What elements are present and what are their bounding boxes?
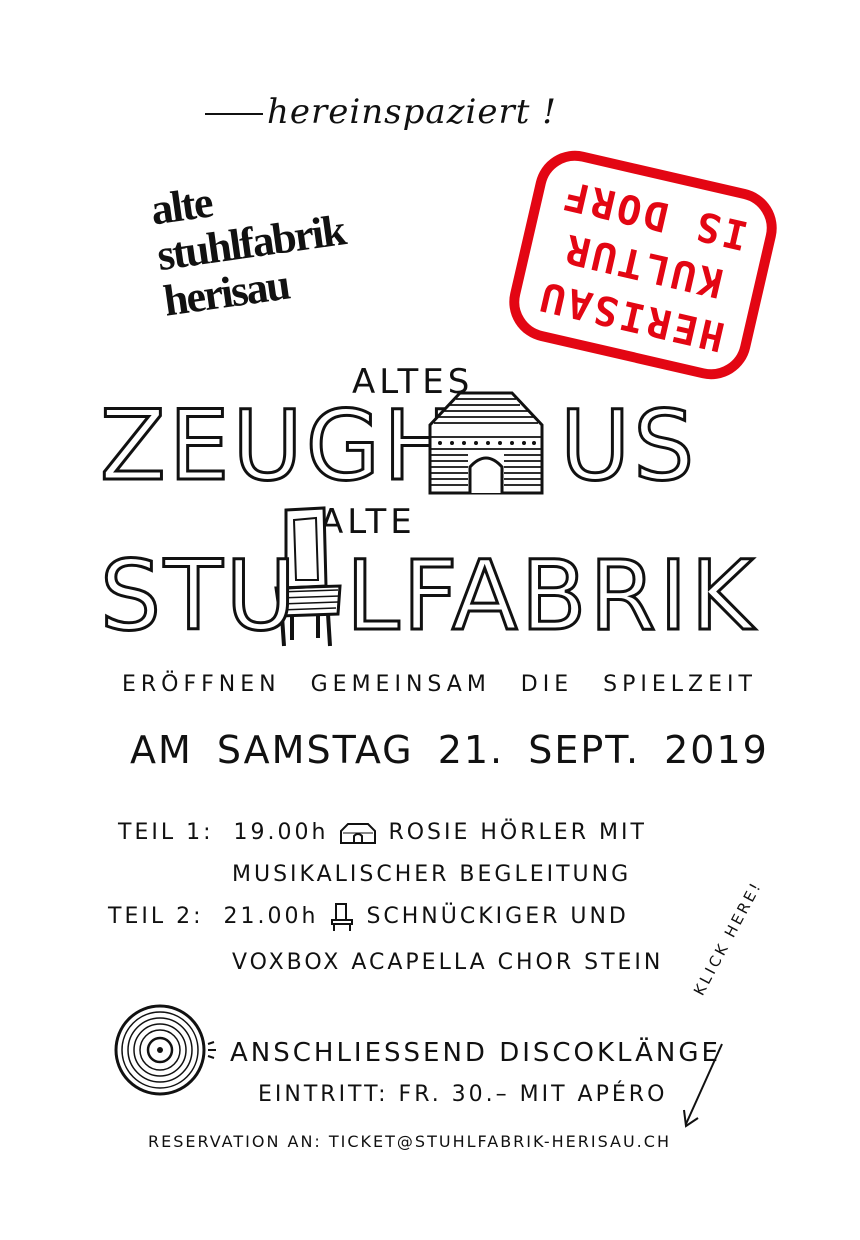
program-part-1: TEIL 1: 19.00h ROSIE HÖRLER MIT <box>118 820 647 845</box>
klick-here-link[interactable]: KLICK HERE! <box>690 877 766 999</box>
tagline-text: hereinspaziert <box>267 92 531 132</box>
house-icon <box>428 391 544 495</box>
arrow-icon <box>683 1043 723 1128</box>
title-alte: ALTE <box>320 502 416 542</box>
kultur-stamp: HERISAU KULTUR IS DORF <box>501 142 785 388</box>
vinyl-record-icon <box>114 1004 216 1096</box>
title-zeugh: ZEUGH <box>98 390 459 502</box>
event-date: AM SAMSTAG 21. SEPT. 2019 <box>130 728 769 772</box>
part-1-label: TEIL 1: <box>118 820 214 845</box>
small-chair-icon <box>331 903 354 931</box>
tagline-exclamation: ! <box>542 92 557 132</box>
small-house-icon <box>340 823 377 844</box>
part-2-time: 21.00h <box>223 904 319 929</box>
tagline-dash <box>205 113 263 115</box>
title-altes: ALTES <box>352 362 474 402</box>
part-2-act: SCHNÜCKIGER UND <box>366 904 629 929</box>
tagline: hereinspaziert ! <box>205 92 557 132</box>
part-1-time: 19.00h <box>233 820 329 845</box>
stuhlfabrik-logo: alte stuhlfabrik herisau <box>148 162 354 326</box>
part-2-label: TEIL 2: <box>108 904 204 929</box>
entry-price: EINTRITT: FR. 30.– MIT APÉRO <box>258 1082 668 1107</box>
part-1-act: ROSIE HÖRLER MIT <box>388 820 647 845</box>
title-lfabrik: LFABRIK <box>344 540 757 652</box>
chair-icon <box>274 506 342 647</box>
title-us: US <box>558 390 698 502</box>
part-1-act-line-2: MUSIKALISCHER BEGLEITUNG <box>232 862 632 887</box>
reservation-email[interactable]: RESERVATION AN: TICKET@STUHLFABRIK-HERIS… <box>148 1132 671 1151</box>
title-stu: STU <box>99 540 299 652</box>
part-2-act-line-2: VOXBOX ACAPELLA CHOR STEIN <box>232 950 664 975</box>
program-part-2: TEIL 2: 21.00h SCHNÜCKIGER UND <box>108 902 629 932</box>
disco-text: ANSCHLIESSEND DISCOKLÄNGE <box>230 1038 721 1068</box>
opening-subtitle: ERÖFFNEN GEMEINSAM DIE SPIELZEIT <box>122 672 757 697</box>
